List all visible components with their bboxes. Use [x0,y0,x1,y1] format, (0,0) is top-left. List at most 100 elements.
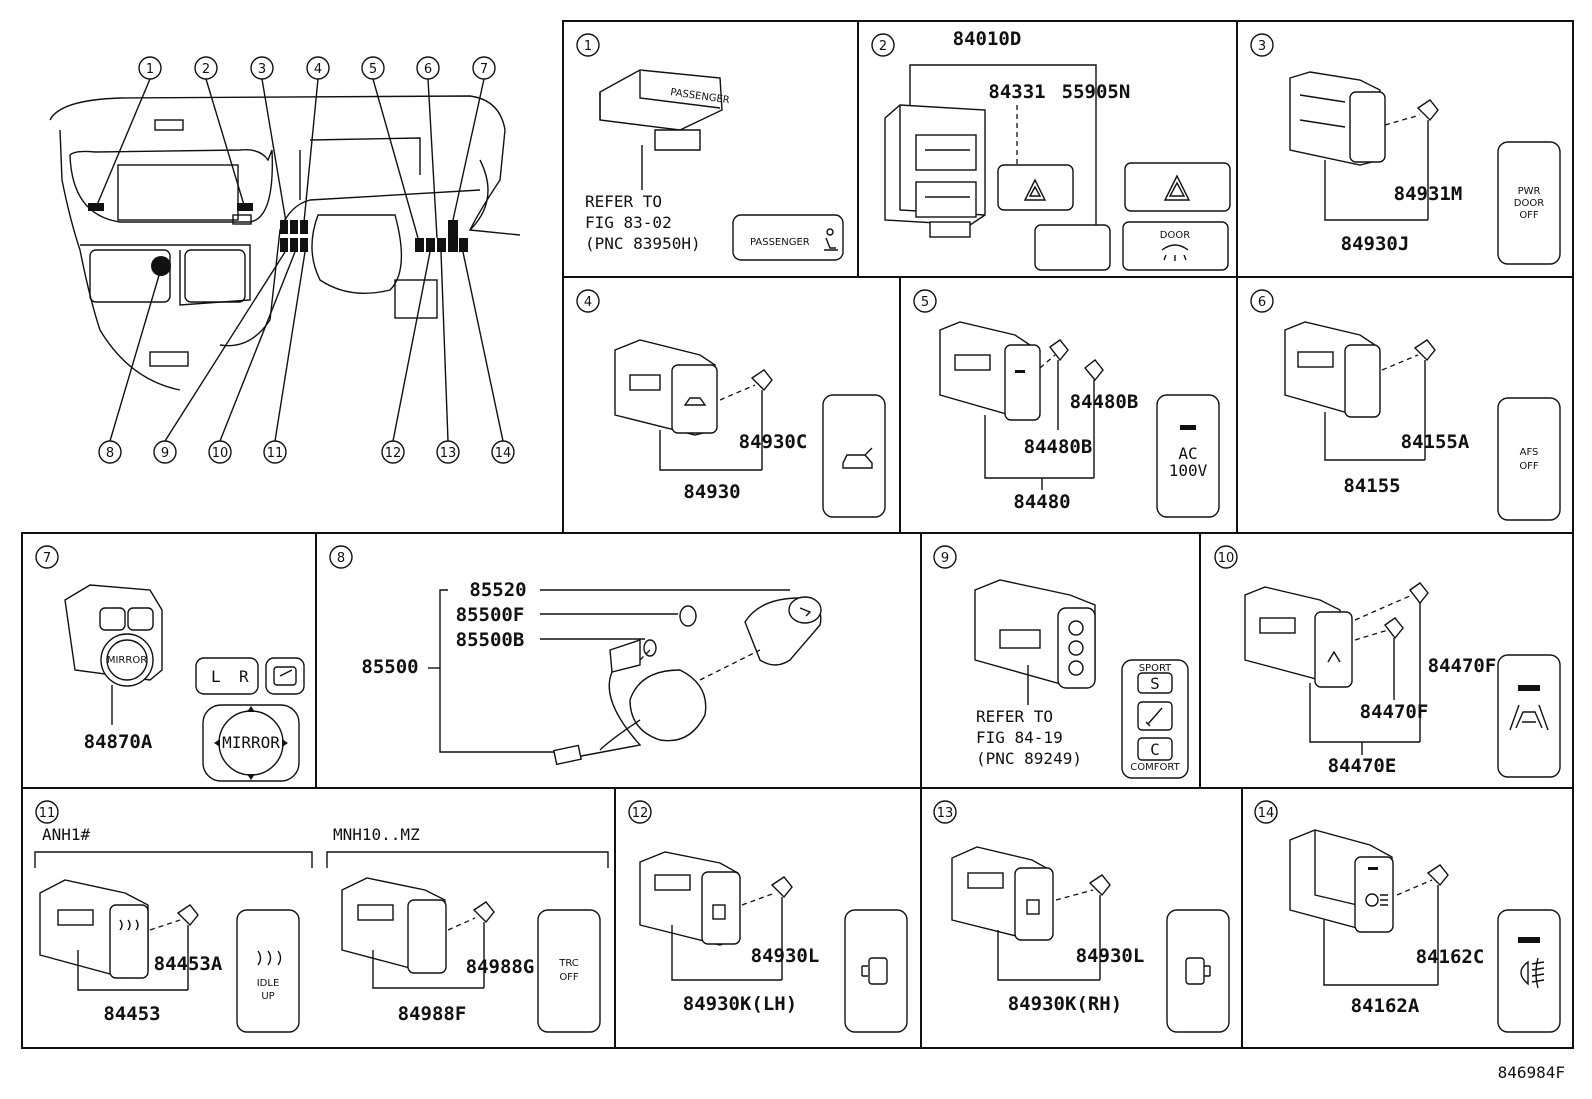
ac-label-line-2: 100V [1169,461,1208,480]
part-84453: 84453 [103,1003,160,1025]
mirror-knob-label: MIRROR [222,733,280,752]
sliding-door-lh-icon [861,957,888,985]
panel-4-number: 4 [584,295,592,310]
dashboard-overview: 1 2 3 4 5 6 7 8 9 10 11 12 13 14 [49,56,521,464]
pwr-label-line-1: PWR [1518,186,1541,197]
part-84988F: 84988F [398,1003,467,1025]
panel-14: 14 84162C 84162A [1254,800,1561,1033]
idle-up-switch-drawing [39,879,149,979]
panel-2: 2 84010D 84331 55905N DOOR [871,28,1231,271]
panel-2-number: 2 [879,39,887,54]
afs-label-line-2: OFF [1519,461,1539,472]
afs-switch-drawing [1284,321,1381,418]
selector-left-label: L [211,667,221,686]
trc-label-line-2: OFF [559,972,579,983]
part-84480B-b: 84480B [1024,436,1093,458]
callout-11: 11 [267,446,284,461]
panel-13: 13 84930L 84930K(RH) [933,800,1230,1033]
passenger-switch-label: PASSENGER [750,237,810,248]
panel-12-number: 12 [632,806,649,821]
part-84988G: 84988G [466,956,535,978]
panel-1-number: 1 [584,39,592,54]
panel-10: 10 84470F 84470F 84470E [1214,545,1561,778]
sliding-door-rh-icon [1185,957,1211,985]
callout-3: 3 [258,62,266,77]
ac-label-line-1: AC [1178,444,1197,463]
passenger-airbag-icon [824,228,838,251]
ac100v-switch-drawing [939,321,1041,421]
passenger-switch-drawing: PASSENGER [599,69,730,151]
part-84155: 84155 [1343,475,1400,497]
panel-borders [21,20,1574,1049]
comfort-c-label: C [1150,740,1160,759]
callout-10: 10 [212,446,229,461]
group-label-anh1: ANH1# [42,825,91,844]
sport-s-label: S [1150,674,1160,693]
callout-13: 13 [440,446,457,461]
drive-mode-switch-drawing [974,579,1096,689]
panel-13-number: 13 [937,806,954,821]
pwr-label-line-3: OFF [1519,210,1539,221]
assy-84010D: 84010D [953,28,1022,50]
defroster-icon [257,950,282,966]
pwr-door-switch-drawing [1289,71,1386,166]
callout-12: 12 [385,446,402,461]
part-84930: 84930 [683,481,740,503]
p1-refer-line-3: (PNC 83950H) [585,234,701,253]
panel-8-number: 8 [337,551,345,566]
part-84870A: 84870A [84,731,153,753]
mirror-fold-icon [273,666,297,686]
sliding-door-lh-switch-drawing [639,851,741,946]
panel-3: 3 84931M 84930J PWR DOOR OFF [1250,33,1561,265]
panel-3-number: 3 [1258,39,1266,54]
panel-8: 8 85520 85500F 85500B 85500 [329,545,822,766]
hazard-icon [1163,174,1191,201]
part-55905N: 55905N [1062,81,1131,103]
part-84480B-a: 84480B [1070,391,1139,413]
panel-6-number: 6 [1258,295,1266,310]
pwr-label-line-2: DOOR [1514,198,1544,209]
part-84470F-b: 84470F [1360,701,1429,723]
part-84931M: 84931M [1394,183,1463,205]
mirror-switch-drawing: MIRROR [64,584,163,687]
part-84331: 84331 [988,81,1045,103]
part-85500B: 85500B [456,629,525,651]
panel-9: 9 REFER TO FIG 84-19 (PNC 89249) SPORT S… [933,545,1189,779]
panel-6: 6 84155A 84155 AFS OFF [1250,289,1561,521]
part-84930L-rh: 84930L [1076,945,1145,967]
callout-1: 1 [146,62,154,77]
panel-5: 5 84480B 84480B 84480 AC 100V [913,289,1220,518]
hazard-switch-assy-drawing [884,104,986,238]
back-door-switch-drawing [614,339,718,436]
part-85500F: 85500F [456,604,525,626]
panel-1: 1 PASSENGER REFER TO FIG 83-02 (PNC 8395… [576,33,844,261]
part-84930C: 84930C [739,431,808,453]
panel-14-number: 14 [1258,806,1275,821]
p1-refer-line-2: FIG 83-02 [585,213,672,232]
group-label-mnh10: MNH10..MZ [333,825,420,844]
fog-lamp-icon [1520,957,1545,989]
panel-10-number: 10 [1218,551,1235,566]
part-84930L-lh: 84930L [751,945,820,967]
figure-id: 846984F [1498,1063,1565,1082]
p9-refer-line-3: (PNC 89249) [976,749,1082,768]
selector-right-label: R [239,667,249,686]
callout-2: 2 [202,62,210,77]
sliding-door-rh-switch-drawing [951,846,1054,941]
fog-lamp-switch-drawing [1289,829,1394,933]
callout-4: 4 [314,62,322,77]
panel-9-number: 9 [941,551,949,566]
p9-refer-line-1: REFER TO [976,707,1053,726]
part-84480: 84480 [1013,491,1070,513]
trc-off-switch-drawing [341,877,447,974]
part-85520: 85520 [469,579,526,601]
callout-9: 9 [161,446,169,461]
callout-6: 6 [424,62,432,77]
panel-7-number: 7 [43,551,51,566]
panel-11-number: 11 [39,806,56,821]
lane-switch-drawing [1244,586,1353,688]
panel-5-number: 5 [921,295,929,310]
callout-7: 7 [480,62,488,77]
trc-label-line-1: TRC [558,958,579,969]
